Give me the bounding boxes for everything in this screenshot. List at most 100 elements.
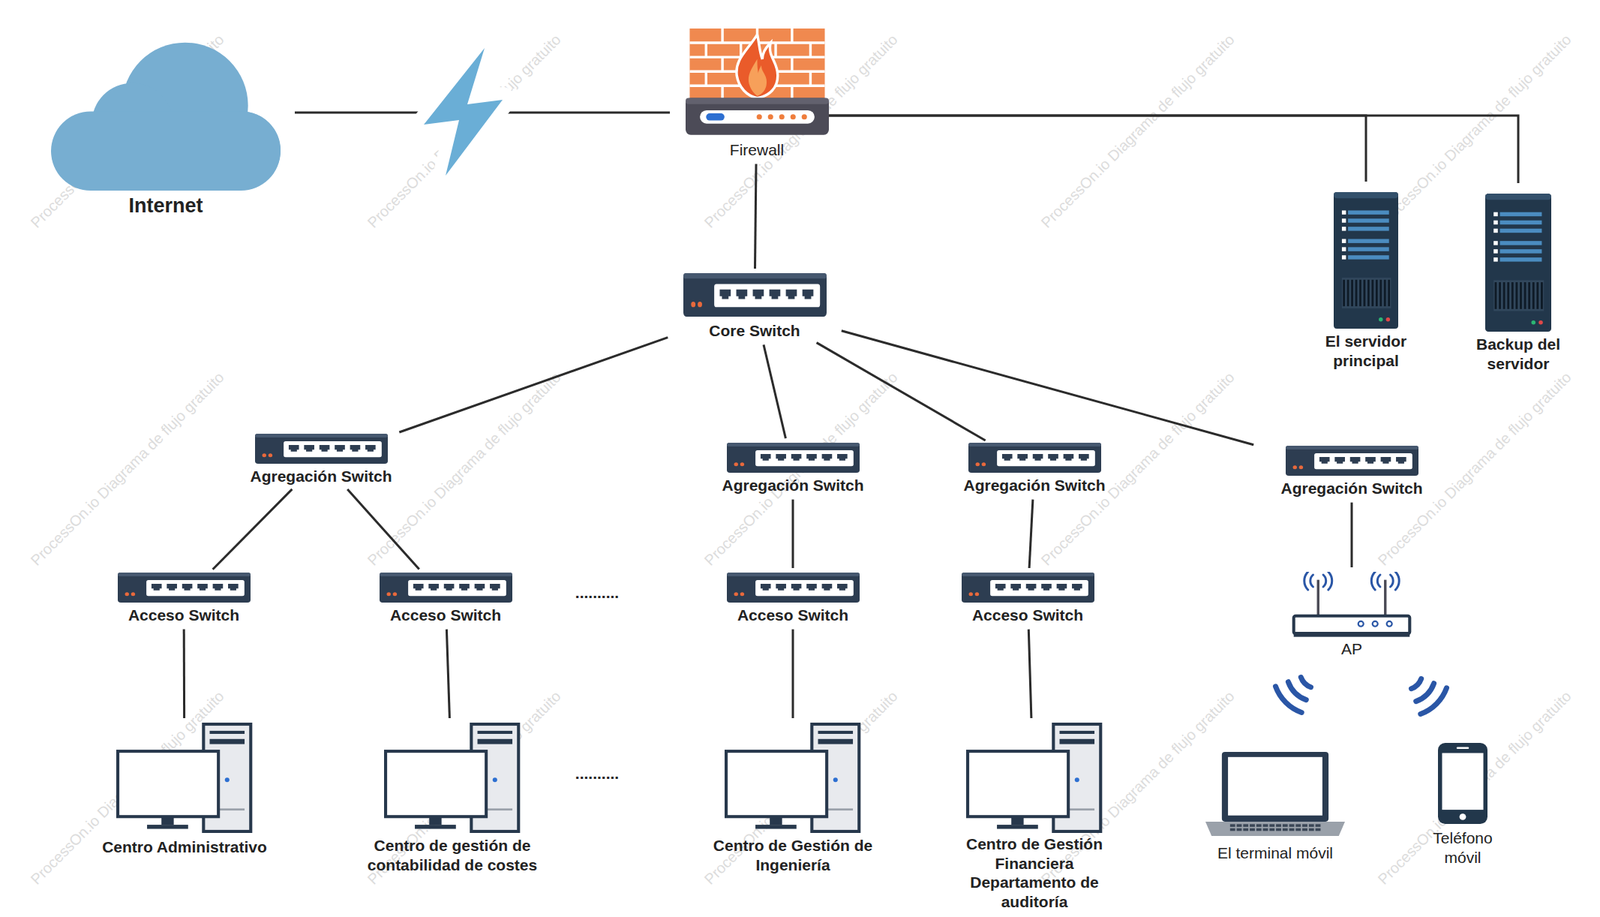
icon-part bbox=[1282, 823, 1288, 827]
icon-part bbox=[1230, 823, 1236, 827]
icon-part bbox=[197, 583, 208, 591]
icon-part bbox=[1349, 456, 1360, 464]
icon-part bbox=[704, 71, 707, 86]
access-point-icon bbox=[1291, 571, 1412, 638]
icon-part bbox=[996, 824, 1039, 829]
icon-part bbox=[1519, 282, 1522, 310]
icon-part bbox=[714, 284, 820, 308]
icon-part bbox=[1289, 823, 1295, 827]
icon-part bbox=[1442, 753, 1484, 811]
icon-part bbox=[1347, 238, 1390, 243]
icon-part bbox=[1494, 282, 1498, 310]
icon-part bbox=[1485, 193, 1552, 200]
network-link bbox=[816, 342, 986, 441]
wifi-wave bbox=[1287, 681, 1306, 700]
icon-part bbox=[1071, 583, 1083, 591]
device-label: Centro de gestión de contabilidad de cos… bbox=[351, 835, 554, 874]
icon-part bbox=[1059, 730, 1096, 734]
icon-part bbox=[1074, 777, 1080, 782]
icon-part bbox=[981, 462, 985, 466]
lightning-halo bbox=[423, 48, 503, 176]
icon-part bbox=[1530, 320, 1536, 325]
icon-part bbox=[303, 444, 315, 452]
icon-part bbox=[1056, 583, 1067, 591]
icon-part bbox=[808, 71, 811, 86]
switch-icon bbox=[379, 572, 513, 603]
access-switch-node: Acceso Switch bbox=[101, 572, 267, 625]
icon-part bbox=[967, 750, 1069, 817]
icon-part bbox=[1302, 828, 1308, 832]
workstation-node: Centro de gestión de contabilidad de cos… bbox=[351, 722, 554, 874]
icon-part bbox=[349, 444, 361, 452]
icon-part bbox=[837, 583, 848, 591]
icon-part bbox=[720, 85, 724, 100]
icon-part bbox=[1341, 226, 1346, 231]
icon-part bbox=[161, 817, 174, 826]
icon-part bbox=[150, 583, 162, 591]
icon-part bbox=[379, 572, 513, 603]
icon-part bbox=[759, 583, 771, 591]
icon-part bbox=[116, 722, 253, 833]
workstation-node: Centro de Gestión de Ingeniería bbox=[695, 722, 891, 874]
icon-part bbox=[261, 453, 266, 457]
icon-part bbox=[1341, 210, 1346, 214]
icon-part bbox=[386, 591, 391, 596]
icon-part bbox=[1292, 465, 1297, 469]
icon-part bbox=[1500, 249, 1543, 253]
icon-part bbox=[1304, 571, 1399, 590]
icon-part bbox=[990, 579, 1089, 596]
icon-part bbox=[1315, 823, 1321, 827]
device-label: Acceso Switch bbox=[945, 605, 1111, 625]
device-label: Centro de Gestión Financiera Departament… bbox=[957, 834, 1112, 911]
icon-part bbox=[1386, 317, 1390, 322]
icon-part bbox=[720, 57, 724, 72]
icon-part bbox=[1367, 279, 1370, 307]
icon-part bbox=[255, 433, 388, 438]
icon-part bbox=[1047, 453, 1059, 461]
device-label: Agregación Switch bbox=[227, 466, 415, 487]
cloud-node: Internet bbox=[45, 40, 286, 219]
icon-part bbox=[384, 722, 521, 833]
icon-part bbox=[1395, 456, 1407, 464]
icon-part bbox=[117, 572, 251, 577]
icon-part bbox=[1323, 574, 1327, 587]
icon-part bbox=[968, 442, 1102, 447]
network-link bbox=[347, 489, 420, 569]
access-point-node: AP bbox=[1291, 571, 1412, 659]
icon-part bbox=[821, 453, 832, 461]
icon-part bbox=[1377, 574, 1381, 587]
icon-part bbox=[735, 34, 778, 98]
icon-part bbox=[726, 442, 860, 473]
device-label: El servidor principal bbox=[1309, 331, 1423, 370]
icon-part bbox=[1387, 279, 1390, 307]
icon-part bbox=[212, 583, 223, 591]
wifi-wave bbox=[1275, 686, 1303, 713]
icon-part bbox=[1275, 823, 1282, 827]
icon-part bbox=[1293, 631, 1411, 637]
icon-part bbox=[1437, 742, 1488, 824]
icon-part bbox=[412, 583, 424, 591]
icon-part bbox=[759, 453, 771, 461]
device-label: Backup del servidor bbox=[1461, 334, 1575, 373]
icon-part bbox=[778, 114, 784, 120]
icon-part bbox=[1304, 571, 1309, 590]
icon-part bbox=[1269, 828, 1275, 832]
icon-part bbox=[1341, 255, 1346, 259]
icon-part bbox=[1363, 279, 1366, 307]
icon-part bbox=[1205, 751, 1345, 836]
icon-part bbox=[1242, 828, 1249, 832]
icon-part bbox=[726, 442, 860, 473]
wifi-wave bbox=[1411, 678, 1422, 689]
device-label: Agregación Switch bbox=[1257, 478, 1446, 499]
icon-part bbox=[975, 462, 979, 466]
switch-icon bbox=[726, 572, 860, 603]
icon-part bbox=[726, 750, 827, 817]
switch-icon bbox=[968, 442, 1102, 473]
wifi-waves bbox=[1275, 677, 1447, 715]
icon-part bbox=[790, 28, 793, 43]
icon-part bbox=[1347, 246, 1390, 251]
device-label: Centro Administrativo bbox=[79, 837, 290, 857]
icon-part bbox=[726, 572, 860, 603]
network-link bbox=[841, 330, 1254, 445]
icon-part bbox=[1242, 823, 1249, 827]
